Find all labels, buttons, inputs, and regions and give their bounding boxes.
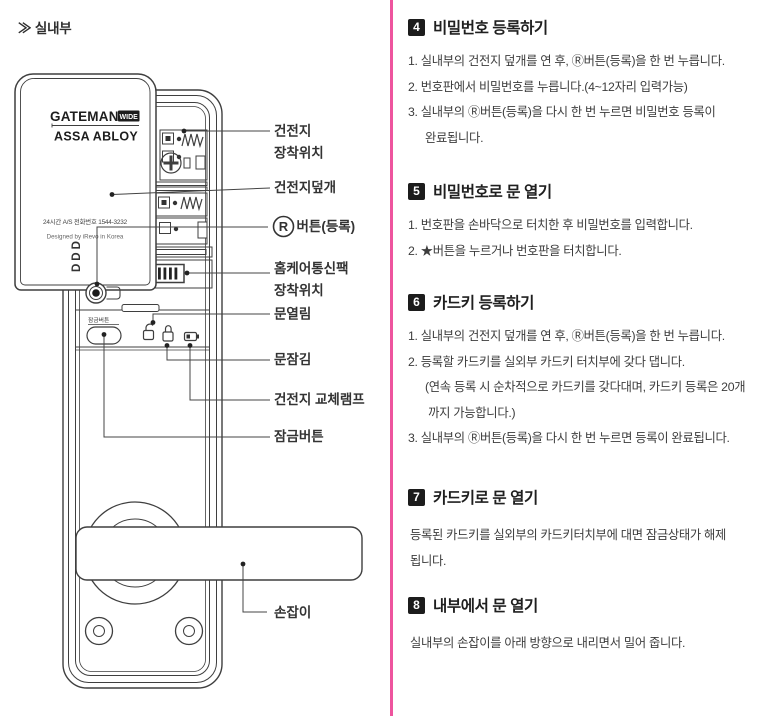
instruction-item: 2. ★버튼을 누르거나 번호판을 터치합니다. — [408, 243, 622, 258]
section-title: 비밀번호로 문 열기 — [433, 184, 552, 201]
section-number-badge: 8 — [408, 596, 425, 614]
section-register-password: 4 비밀번호 등록하기 1. 실내부의 건전지 덮개를 연 후, Ⓡ버튼(등록)… — [408, 16, 776, 151]
section-open-with-password: 5 비밀번호로 문 열기 1. 번호판을 손바닥으로 터치한 후 비밀번호를 입… — [408, 180, 776, 264]
leader-lines — [94, 128, 271, 613]
label-door-lock: 문잠김 — [274, 351, 311, 367]
brand-sub-logo: ASSA ABLOY — [54, 130, 138, 144]
label-r-button: 버튼(등록) — [297, 218, 356, 234]
brand-badge-text: WIDE — [120, 114, 139, 121]
handle-assembly — [75, 501, 363, 605]
lock-icon — [162, 325, 174, 342]
connector-icon — [153, 263, 185, 284]
service-phone-line: 24시간 A/S 전화번호 1544-3232 — [43, 217, 128, 226]
section-title: 내부에서 문 열기 — [433, 598, 538, 615]
section-open-with-cardkey: 7 카드키로 문 열기 등록된 카드키를 실외부의 카드키터치부에 대면 잠금상… — [408, 486, 776, 574]
lock-button-small-label: 잠금버튼 — [88, 316, 110, 324]
label-homecare-1: 홈케어통신팩 — [274, 260, 349, 276]
section-number-badge: 4 — [408, 18, 425, 36]
label-door-open: 문열림 — [274, 306, 311, 322]
interior-unit-diagram: 잠금버튼 GATEMAN WIDE ASSA ABLOY 24시간 A/S 전화… — [14, 73, 365, 689]
designed-by-line: Designed by iRevo in Korea — [47, 234, 124, 241]
instruction-paragraph: 등록된 카드키를 실외부의 카드키터치부에 대면 잠금상태가 해제 됩니다. — [410, 528, 727, 568]
instruction-item: 1. 실내부의 건전지 덮개를 연 후, Ⓡ버튼(등록)을 한 번 누릅니다. — [408, 54, 725, 68]
instruction-item: 2. 번호판에서 비밀번호를 누릅니다.(4~12자리 입력가능) — [408, 79, 688, 94]
homecare-pack-slot — [149, 246, 213, 289]
label-battery-position-2: 장착위치 — [274, 145, 324, 161]
brand-badge — [118, 110, 140, 122]
section-title: 비밀번호 등록하기 — [433, 20, 548, 37]
indicator-panel: 잠금버튼 — [76, 304, 209, 351]
battery-lamp-icon — [183, 331, 199, 342]
label-handle: 손잡이 — [274, 604, 311, 620]
instruction-item: 3. 실내부의 Ⓡ버튼(등록)을 다시 한 번 누르면 비밀번호 등록이 완료됩… — [408, 105, 716, 145]
label-battery-lamp: 건전지 교체램프 — [274, 391, 365, 407]
diagram-labels: 건전지 장착위치 건전지덮개 R 버튼(등록) 홈케어통신팩 장착위치 문열림 … — [272, 123, 365, 620]
section-title: 카드키로 문 열기 — [433, 490, 538, 507]
mounting-screws — [84, 616, 204, 646]
handle-bar — [75, 526, 363, 581]
register-button — [85, 282, 121, 304]
instructions-column: 4 비밀번호 등록하기 1. 실내부의 건전지 덮개를 연 후, Ⓡ버튼(등록)… — [408, 0, 776, 716]
column-divider — [390, 0, 393, 716]
unlock-icon — [142, 323, 155, 341]
instruction-item: 3. 실내부의 Ⓡ버튼(등록)을 다시 한 번 누르면 등록이 완료됩니다. — [408, 431, 730, 445]
label-battery-cover: 건전지덮개 — [274, 179, 336, 195]
page-title: ≫ 실내부 — [18, 21, 72, 36]
phillips-screw — [160, 152, 182, 174]
instruction-item: 1. 실내부의 건전지 덮개를 연 후, Ⓡ버튼(등록)을 한 번 누릅니다. — [408, 329, 725, 343]
battery-cover: GATEMAN WIDE ASSA ABLOY 24시간 A/S 전화번호 15… — [14, 73, 157, 291]
label-lock-button: 잠금버튼 — [274, 428, 324, 444]
section-title: 카드키 등록하기 — [433, 295, 534, 312]
label-r-symbol: R — [279, 219, 289, 234]
brand-logo: GATEMAN — [50, 109, 119, 124]
section-number-badge: 5 — [408, 182, 425, 200]
section-open-from-inside: 8 내부에서 문 열기 실내부의 손잡이를 아래 방향으로 내리면서 밀어 줍니… — [408, 594, 776, 657]
instruction-item: 1. 번호판을 손바닥으로 터치한 후 비밀번호를 입력합니다. — [408, 218, 693, 232]
label-battery-position-1: 건전지 — [274, 123, 311, 139]
instruction-item: 2. 등록할 카드키를 실외부 카드키 터치부에 갖다 댑니다. (연속 등록 … — [408, 354, 746, 420]
section-register-cardkey: 6 카드키 등록하기 1. 실내부의 건전지 덮개를 연 후, Ⓡ버튼(등록)을… — [408, 291, 776, 452]
label-homecare-2: 장착위치 — [274, 282, 324, 298]
section-number-badge: 6 — [408, 293, 425, 311]
instruction-paragraph: 실내부의 손잡이를 아래 방향으로 내리면서 밀어 줍니다. — [410, 636, 686, 650]
registered-r-icon — [272, 215, 295, 238]
cover-side-text: DDD — [71, 238, 83, 272]
section-number-badge: 7 — [408, 488, 425, 506]
